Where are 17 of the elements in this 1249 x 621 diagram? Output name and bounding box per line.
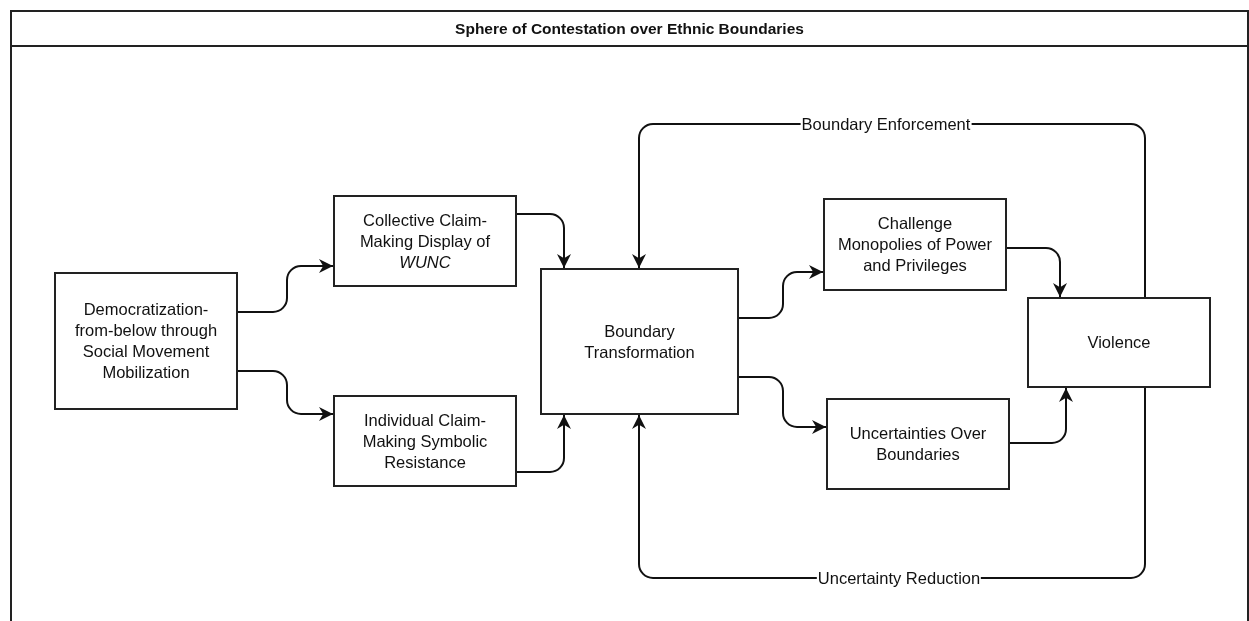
- arrow: [237, 370, 334, 421]
- arrow: [738, 376, 827, 434]
- process-box: Collective Claim-Making Display of WUNC: [333, 195, 517, 287]
- arrow: [516, 213, 571, 269]
- arrow: [237, 259, 334, 313]
- process-box: Democratization-from-below through Social Movement Mobilization: [54, 272, 238, 410]
- frame-title: Sphere of Contestation over Ethnic Boundaries: [12, 12, 1247, 47]
- process-box: Individual Claim-Making Symbolic Resistance: [333, 395, 517, 487]
- process-box: Violence: [1027, 297, 1211, 388]
- process-box: Uncertainties Over Boundaries: [826, 398, 1010, 490]
- arrow: [1006, 247, 1067, 298]
- process-box: Boundary Transformation: [540, 268, 739, 415]
- arrow: [1009, 387, 1073, 444]
- process-box: Challenge Monopolies of Power and Privileges: [823, 198, 1007, 291]
- diagram-frame: [10, 10, 1249, 621]
- arrow: [738, 265, 824, 319]
- arrow: [516, 414, 571, 473]
